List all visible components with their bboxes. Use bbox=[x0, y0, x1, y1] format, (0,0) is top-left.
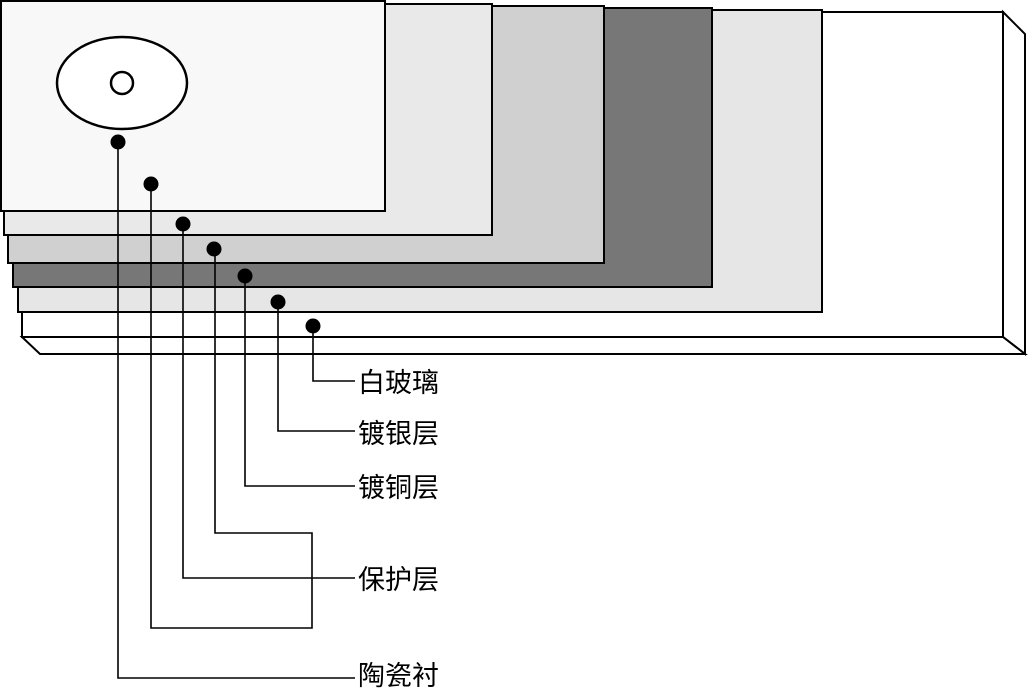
marker-dot-substrate-back bbox=[143, 176, 159, 192]
marker-dot-protective bbox=[175, 216, 191, 232]
marker-dot-protective-inner bbox=[206, 241, 222, 257]
marker-dot-ceramic bbox=[110, 134, 126, 150]
label-ceramic: 陶瓷衬 bbox=[358, 661, 439, 688]
glass-slab-side bbox=[1002, 9, 1026, 357]
label-silver: 镀银层 bbox=[358, 419, 439, 450]
glass-slab-bottom bbox=[19, 336, 1028, 355]
leader-line-glass bbox=[312, 326, 355, 382]
ceramic-layer bbox=[0, 0, 386, 212]
leader-line-protective bbox=[182, 224, 355, 579]
mounting-hole bbox=[55, 35, 189, 131]
hole-inner-circle bbox=[109, 70, 135, 96]
label-protective: 保护层 bbox=[358, 565, 439, 596]
leader-line-silver bbox=[277, 302, 355, 432]
marker-dot-copper bbox=[237, 268, 253, 284]
leader-line-substrate-back bbox=[150, 184, 313, 629]
leader-line-ceramic bbox=[117, 142, 355, 679]
marker-dot-glass bbox=[305, 318, 321, 334]
label-glass: 白玻璃 bbox=[358, 368, 439, 399]
marker-dot-silver bbox=[270, 294, 286, 310]
leader-line-copper bbox=[244, 276, 355, 487]
label-copper: 镀铜层 bbox=[358, 473, 439, 504]
